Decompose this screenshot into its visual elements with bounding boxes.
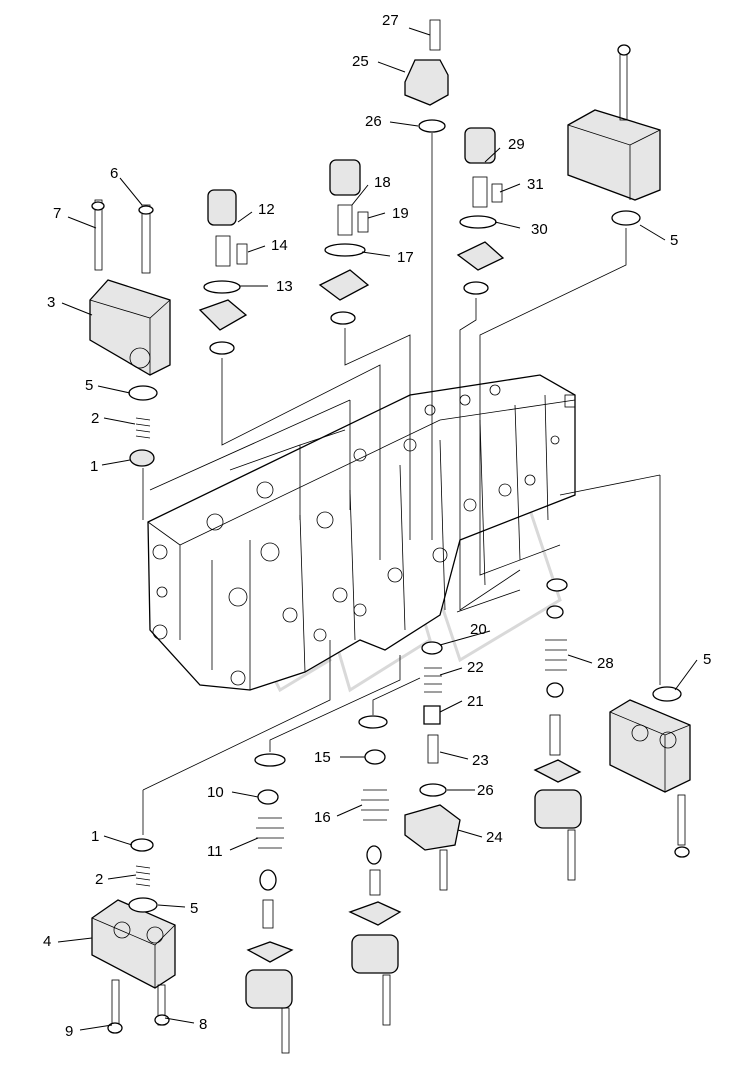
- callout-5-right-top: 5: [670, 232, 678, 249]
- cover-25-27: [404, 19, 449, 133]
- callout-4: 4: [43, 933, 51, 950]
- solenoid-block-right-top: [567, 44, 661, 226]
- callout-15: 15: [314, 749, 331, 766]
- callout-7: 7: [53, 205, 61, 222]
- callout-19: 19: [392, 205, 409, 222]
- callout-18: 18: [374, 174, 391, 191]
- spool-stack-28: [533, 578, 582, 881]
- callout-25: 25: [352, 53, 369, 70]
- callout-27: 27: [382, 12, 399, 29]
- spool-stack-20-24: [404, 641, 461, 891]
- callout-24: 24: [486, 829, 503, 846]
- callout-16: 16: [314, 809, 331, 826]
- solenoid-block-3: [89, 199, 171, 467]
- callout-5-left-top: 5: [85, 377, 93, 394]
- callout-5-right-bottom: 5: [703, 651, 711, 668]
- spool-stack-29-31: [456, 127, 505, 295]
- spool-stack-12-14: [198, 189, 248, 355]
- callout-3: 3: [47, 294, 55, 311]
- callout-21: 21: [467, 693, 484, 710]
- callout-8: 8: [199, 1016, 207, 1033]
- callout-9: 9: [65, 1023, 73, 1040]
- callout-22: 22: [467, 659, 484, 676]
- spool-stack-18-19: [318, 159, 370, 325]
- solenoid-block-right-bottom: [609, 686, 691, 858]
- callout-11: 11: [207, 843, 223, 860]
- callout-28: 28: [597, 655, 614, 672]
- callout-20: 20: [470, 621, 487, 638]
- spool-stack-10-11: [245, 753, 294, 1054]
- callout-23: 23: [472, 752, 489, 769]
- callout-10: 10: [207, 784, 224, 801]
- callout-5-left-bottom: 5: [190, 900, 198, 917]
- solenoid-block-4: [91, 838, 176, 1034]
- leader-lines: [57, 27, 698, 1031]
- callout-26: 26: [365, 113, 382, 130]
- callout-17: 17: [397, 249, 414, 266]
- callout-labels: 27 25 26 29 31 30 5 18 19 17 12 14 13 6 …: [43, 12, 711, 1040]
- main-valve-block: [147, 374, 576, 691]
- spool-stack-15-16: [348, 715, 402, 1026]
- callout-6: 6: [110, 165, 118, 182]
- callout-1-top: 1: [90, 458, 98, 475]
- callout-2-bottom: 2: [95, 871, 103, 888]
- callout-30: 30: [531, 221, 548, 238]
- callout-26-bottom: 26: [477, 782, 494, 799]
- callout-1-bottom: 1: [91, 828, 99, 845]
- callout-29: 29: [508, 136, 525, 153]
- callout-2-top: 2: [91, 410, 99, 427]
- callout-13: 13: [276, 278, 293, 295]
- callout-12: 12: [258, 201, 275, 218]
- callout-31: 31: [527, 176, 544, 193]
- callout-14: 14: [271, 237, 288, 254]
